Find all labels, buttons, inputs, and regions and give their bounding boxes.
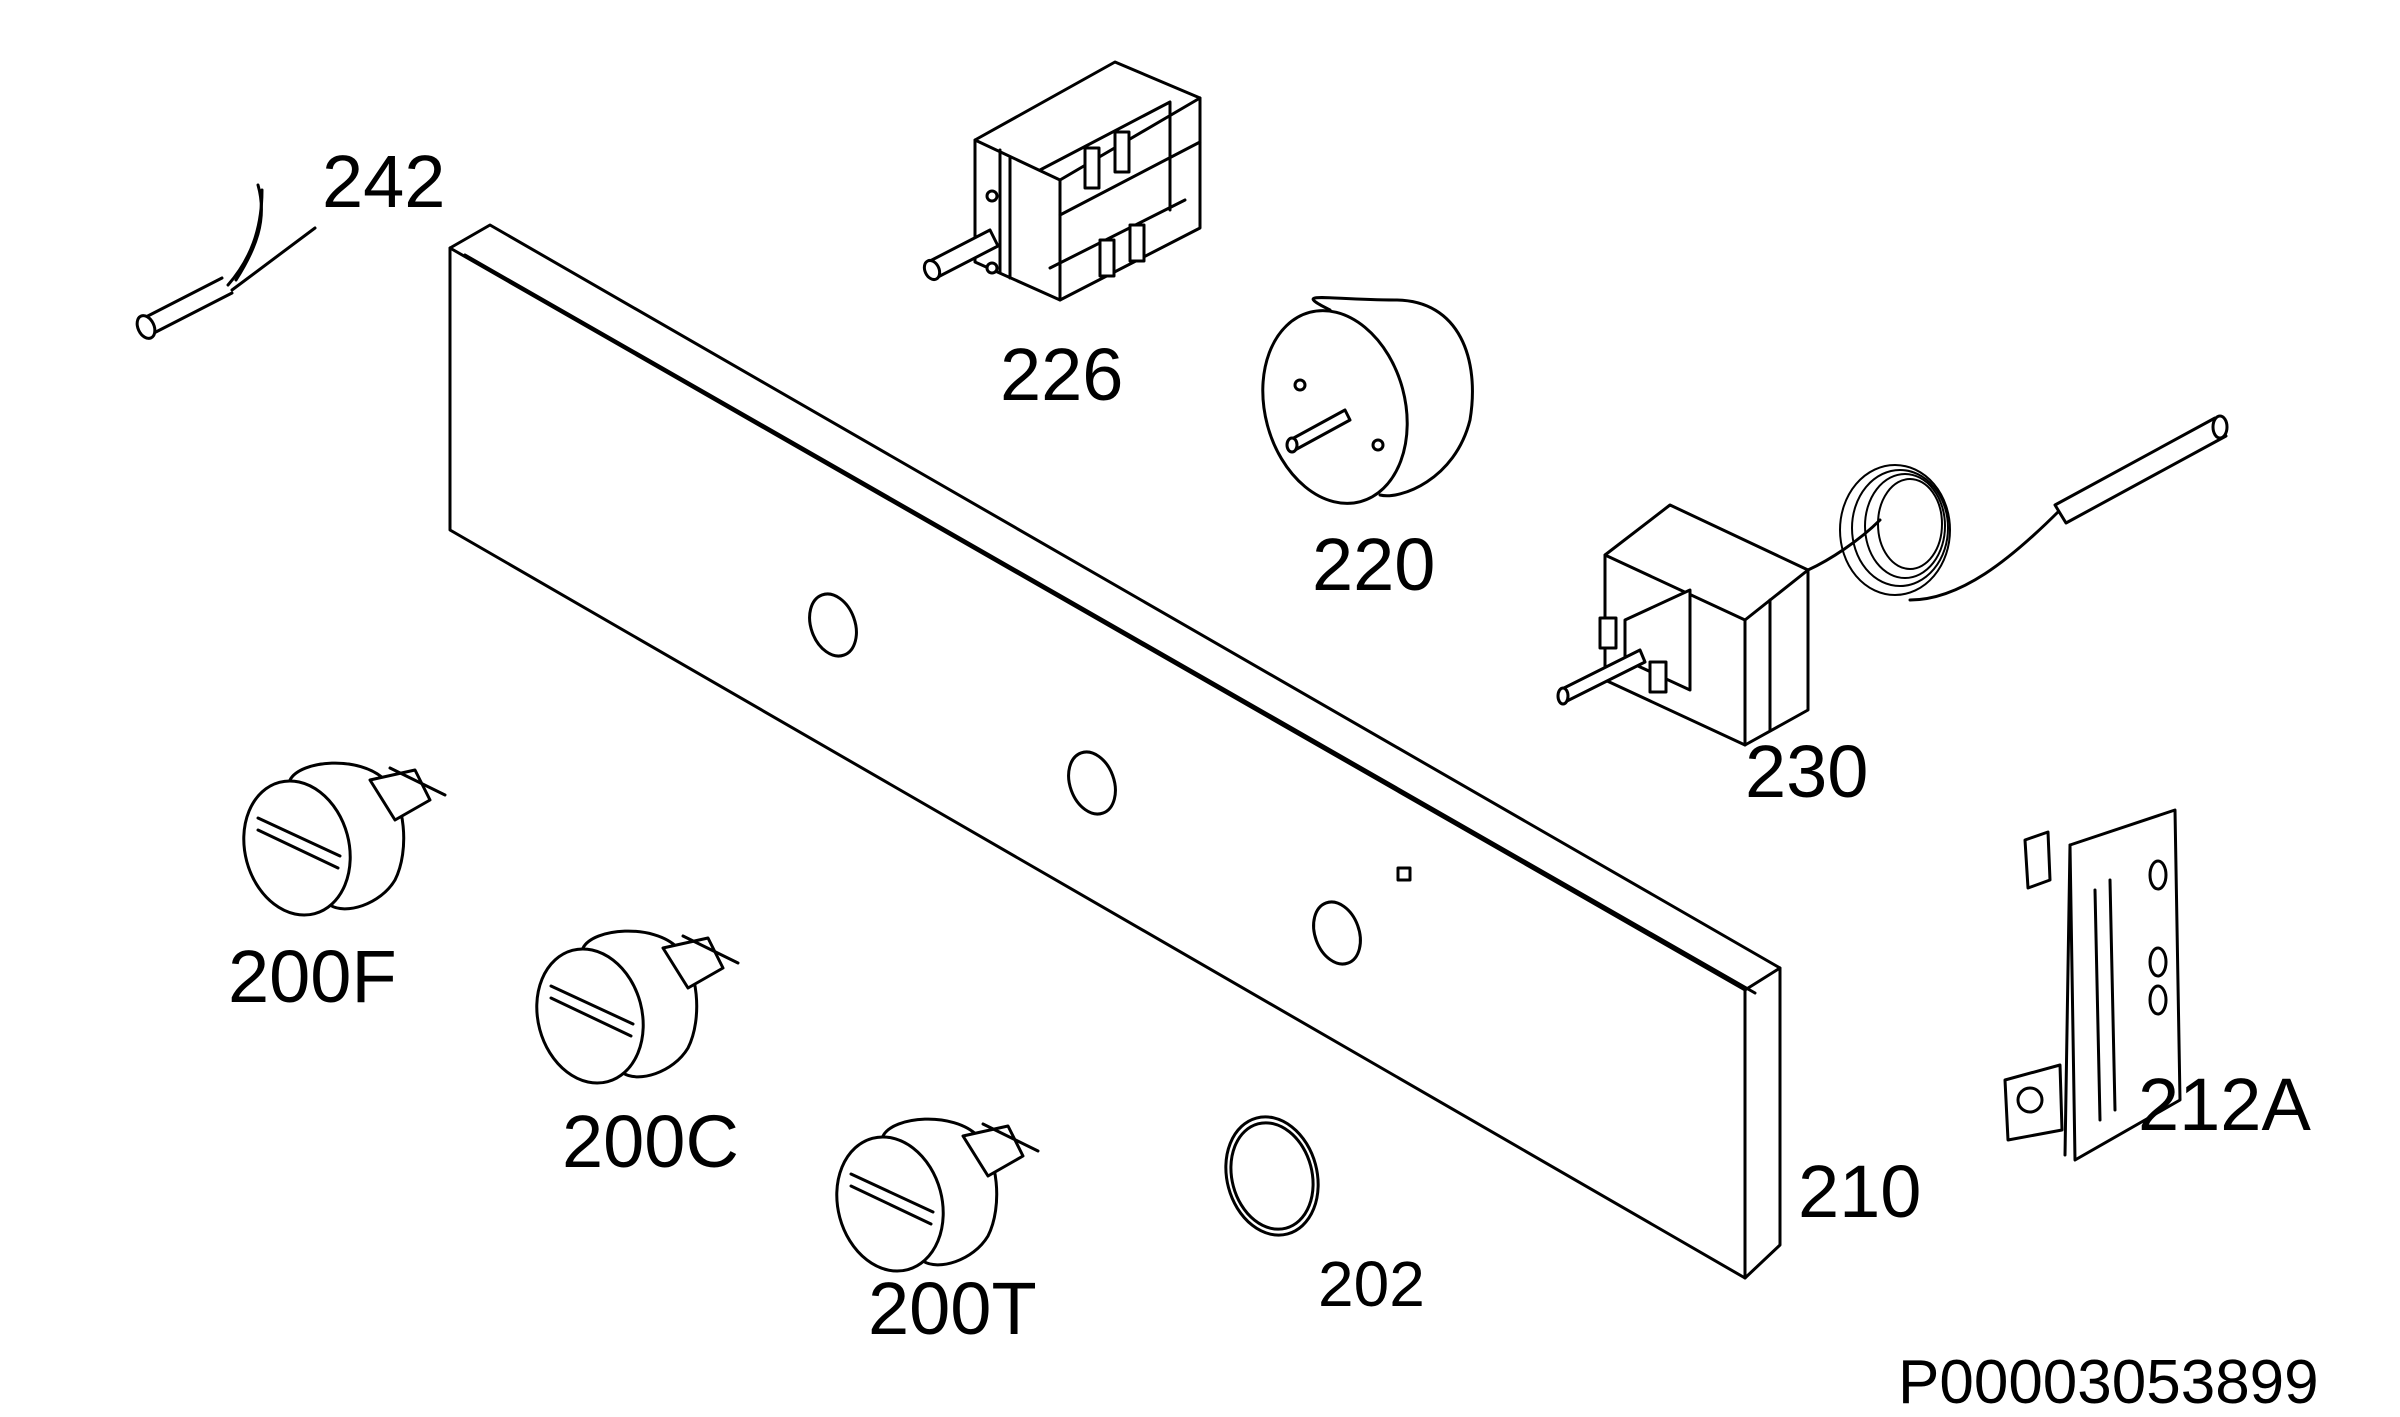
part-220-round-control [1261, 296, 1474, 505]
label-210: 210 [1798, 1150, 1922, 1233]
part-212A-bracket [2003, 808, 2182, 1162]
part-200T-knob [835, 1117, 1040, 1273]
label-202: 202 [1318, 1248, 1425, 1320]
label-200T: 200T [868, 1267, 1037, 1350]
part-226-selector-switch [922, 60, 1202, 302]
label-200F: 200F [228, 935, 397, 1018]
part-242-sensor-probe [135, 183, 317, 340]
part-230-thermostat [1556, 414, 2229, 747]
label-230: 230 [1745, 730, 1869, 813]
label-212A: 212A [2138, 1063, 2311, 1146]
drawing-code: P00003053899 [1898, 1348, 2319, 1417]
part-210-control-panel [448, 223, 1782, 1280]
label-220: 220 [1312, 523, 1436, 606]
part-202-ring [1224, 1115, 1320, 1237]
label-200C: 200C [562, 1100, 739, 1183]
part-200C-knob [535, 929, 740, 1085]
label-226: 226 [1000, 333, 1124, 416]
label-242: 242 [322, 140, 446, 223]
part-200F-knob [242, 761, 447, 917]
